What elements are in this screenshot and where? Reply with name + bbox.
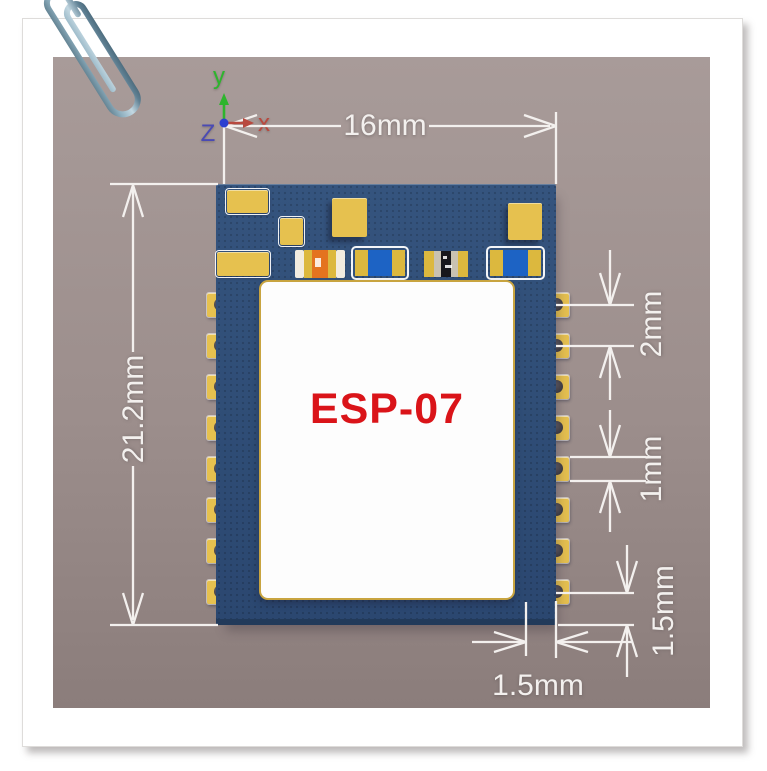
dim-pad-width-label: 1mm bbox=[635, 435, 668, 503]
diode-end-cap bbox=[451, 251, 458, 277]
diode-body bbox=[441, 251, 452, 277]
diode-terminal bbox=[458, 251, 468, 277]
diode-terminal bbox=[424, 251, 434, 277]
axis-x-label: x bbox=[258, 110, 270, 137]
smd-diode bbox=[424, 251, 468, 277]
edge-pad bbox=[215, 250, 271, 278]
dim-pin-edge-label: 1.5mm bbox=[647, 565, 680, 657]
resistor-terminal bbox=[328, 250, 336, 278]
antenna-pad-large bbox=[225, 188, 270, 215]
capacitor-body bbox=[503, 250, 528, 276]
dim-pin-pitch-label: 2mm bbox=[635, 290, 668, 358]
dim-width-label: 16mm bbox=[343, 109, 427, 142]
smd-pad-medium bbox=[332, 198, 367, 237]
capacitor-terminal bbox=[392, 250, 405, 276]
axis-z-label: Z bbox=[200, 120, 216, 147]
smd-capacitor-2 bbox=[486, 246, 545, 280]
axis-y-label: y bbox=[213, 63, 225, 90]
capacitor-body bbox=[368, 250, 392, 276]
diode-end-cap bbox=[434, 251, 441, 277]
dim-height-label: 21.2mm bbox=[117, 354, 150, 464]
resistor-end-cap bbox=[295, 250, 304, 278]
resistor-terminal bbox=[304, 250, 312, 278]
capacitor-terminal bbox=[355, 250, 368, 276]
rf-shield: ESP-07 bbox=[259, 280, 515, 600]
dim-hole-pitch-label: 1.5mm bbox=[492, 669, 584, 702]
capacitor-terminal bbox=[490, 250, 503, 276]
module-label: ESP-07 bbox=[309, 385, 465, 433]
smd-resistor bbox=[295, 250, 345, 278]
smd-capacitor-1 bbox=[351, 246, 409, 280]
antenna-pad-small bbox=[278, 216, 305, 247]
resistor-end-cap bbox=[336, 250, 345, 278]
smd-pad-large bbox=[508, 203, 542, 240]
resistor-body bbox=[312, 250, 328, 278]
capacitor-terminal bbox=[528, 250, 541, 276]
